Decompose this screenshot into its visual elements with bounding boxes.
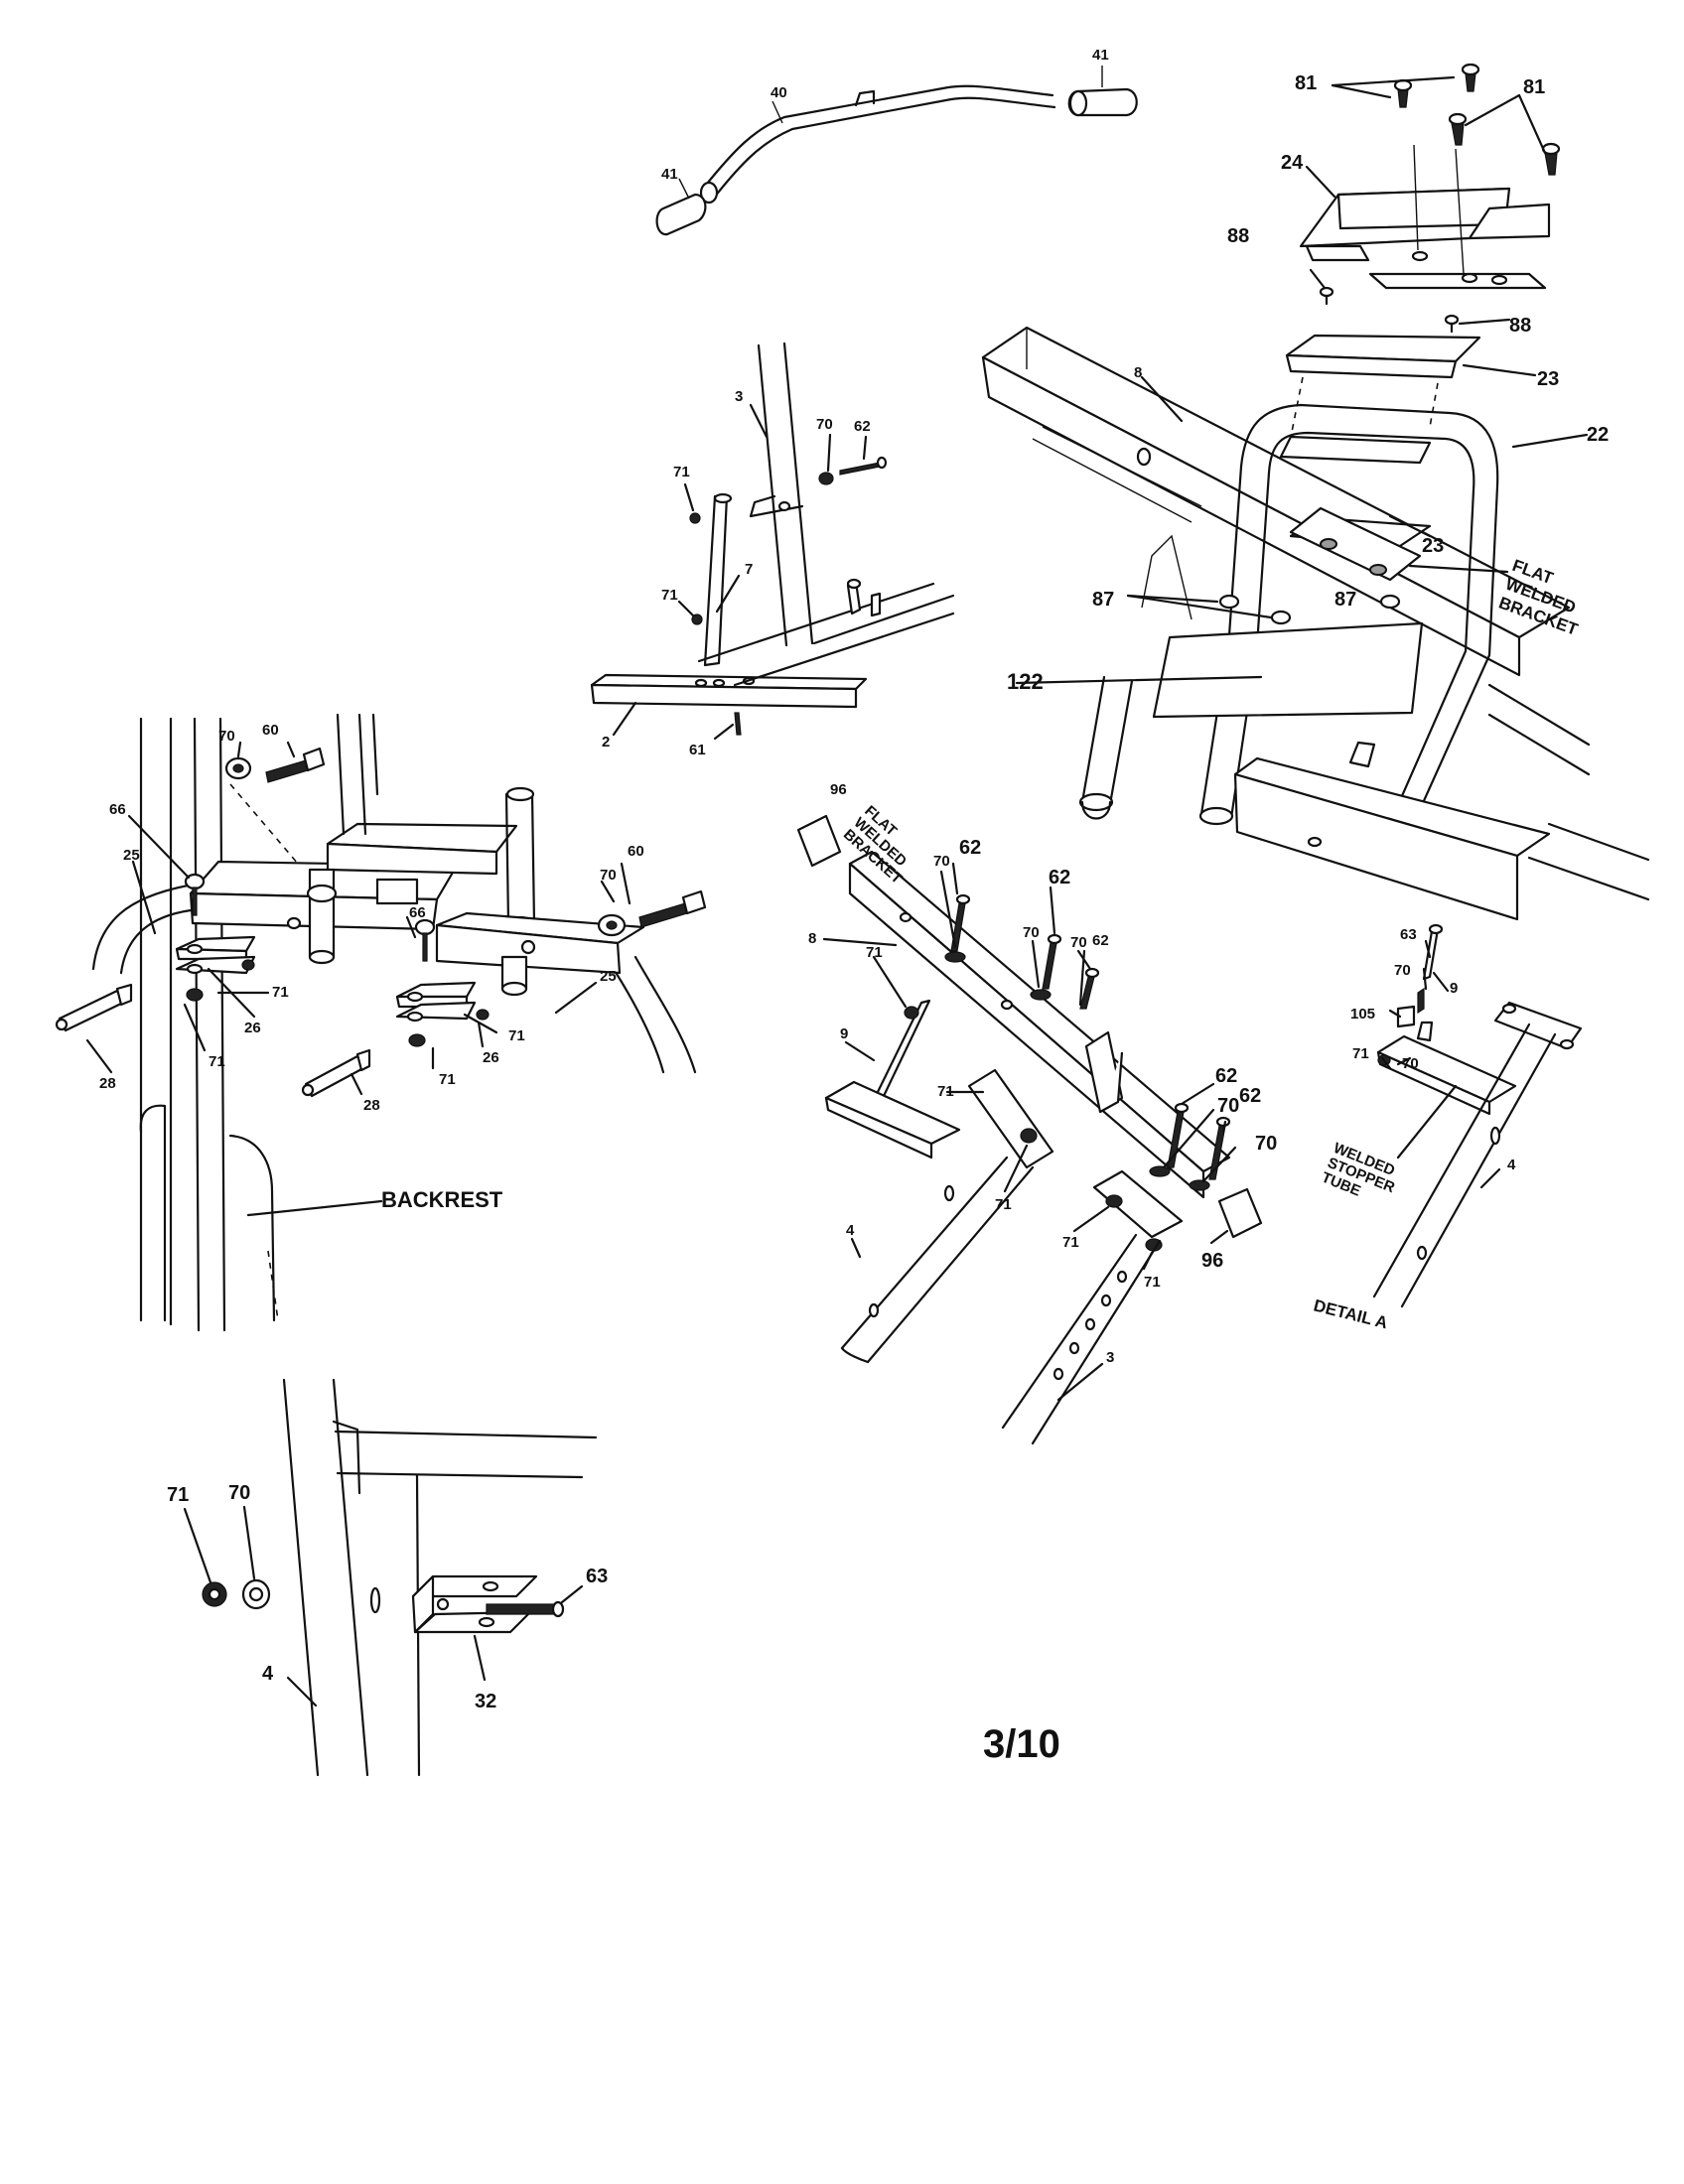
screw-88-left [1319,286,1334,298]
callout-25-left: 25 [123,847,140,864]
callout-71-i: 71 [995,1196,1012,1213]
callout-70-bottom: 70 [228,1482,250,1504]
callout-96-bottom: 96 [1201,1250,1223,1272]
detail-a-assembly [1372,923,1583,1308]
callout-4-mid: 4 [846,1222,855,1239]
callout-70-g: 70 [1217,1095,1239,1117]
callout-71-detail: 71 [1352,1045,1369,1062]
page-number: 3/10 [983,1722,1060,1766]
callout-70-e: 70 [1023,924,1040,941]
callout-62-f: 62 [1239,1085,1261,1107]
callout-71-j: 71 [1062,1234,1079,1251]
callout-3-mid: 3 [1106,1349,1114,1366]
nut-87-right [1379,594,1401,610]
callout-88-right: 88 [1509,315,1531,337]
callout-70-f: 70 [1070,934,1087,951]
callout-71-h: 71 [937,1083,954,1100]
callout-71-c: 71 [272,984,289,1001]
callout-70-detail: 70 [1394,962,1411,979]
callout-66-b: 66 [409,904,426,921]
callout-62-b: 62 [959,837,981,859]
callout-60-b: 60 [628,843,644,860]
callout-25-right: 25 [600,968,617,985]
callout-63-bottom: 63 [586,1566,608,1587]
callout-70-h: 70 [1255,1133,1277,1155]
callout-9-detail: 9 [1450,980,1458,997]
callout-41-left: 41 [661,166,678,183]
nut-87-left-b [1270,610,1292,625]
callout-2: 2 [602,734,610,751]
callout-81-right: 81 [1523,76,1545,98]
callout-70-c: 70 [600,867,617,884]
callout-28-a: 28 [99,1075,116,1092]
callout-71-e: 71 [508,1027,525,1044]
callout-70-b: 70 [218,728,235,745]
callout-88-left: 88 [1227,225,1249,247]
callout-61: 61 [689,742,706,758]
callout-87-right: 87 [1334,589,1356,611]
callout-7: 7 [745,561,753,578]
bolt-81-group [1393,63,1561,176]
callout-70-detail2: 70 [1402,1055,1419,1072]
top-bracket-assembly [981,63,1650,921]
callout-9-left: 9 [840,1025,848,1042]
callout-66-a: 66 [109,801,126,818]
note-flat-welded-bracket-top: FLAT WELDED BRACKET [1496,556,1581,639]
callout-70-d: 70 [933,853,950,870]
callout-81-left: 81 [1295,72,1317,94]
callout-22: 22 [1587,424,1609,446]
callout-23-top: 23 [1537,368,1559,390]
pad-23-top [1285,334,1481,379]
callout-71-a: 71 [673,464,690,480]
callout-4-detail: 4 [1507,1157,1516,1173]
callout-26-a: 26 [244,1020,261,1036]
callout-70-a: 70 [816,416,833,433]
plate-122 [1141,534,1424,719]
callout-32: 32 [475,1691,496,1712]
callout-63-detail: 63 [1400,926,1417,943]
nut-87-left-a [1218,594,1240,610]
callout-8-mid: 8 [808,930,816,947]
callout-71-d: 71 [209,1053,225,1070]
callout-28-b: 28 [363,1097,380,1114]
callout-105: 105 [1350,1006,1375,1023]
grip-right [1067,87,1138,117]
callout-60-a: 60 [262,722,279,739]
callout-71-g: 71 [866,944,883,961]
grip-left [655,193,707,236]
note-welded-stopper-tube: WELDED STOPPER TUBE [1320,1140,1398,1200]
screw-88-right [1444,314,1460,326]
callout-71-f: 71 [439,1071,456,1088]
callout-122: 122 [1007,669,1044,694]
note-detail-a: DETAIL A [1312,1296,1390,1332]
callout-87-left: 87 [1092,589,1114,611]
callout-24: 24 [1281,152,1304,174]
bracket-24 [1299,187,1551,290]
bottom-bracket-assembly [183,1378,598,1777]
handle-bar-assembly [655,66,1138,236]
callout-62-a: 62 [854,418,871,435]
center-crossbar-assembly [796,814,1263,1445]
callout-71-bottom: 71 [167,1484,189,1506]
callout-62-d: 62 [1092,932,1109,949]
callout-62-c: 62 [1049,867,1070,888]
callout-71-b: 71 [661,587,678,604]
upright-base-assembly [590,341,955,741]
callout-8-top: 8 [1134,364,1142,381]
left-pivot-assembly [55,713,707,1332]
callout-3-top: 3 [735,388,743,405]
callout-41-right: 41 [1092,47,1109,64]
callout-4-bottom: 4 [262,1663,274,1685]
callout-40: 40 [771,84,787,101]
callout-62-e: 62 [1215,1065,1237,1087]
note-backrest: BACKREST [381,1187,503,1212]
callout-71-k: 71 [1144,1274,1161,1291]
callout-96-top: 96 [830,781,847,798]
callout-23-inner: 23 [1422,535,1444,557]
callout-26-b: 26 [483,1049,499,1066]
